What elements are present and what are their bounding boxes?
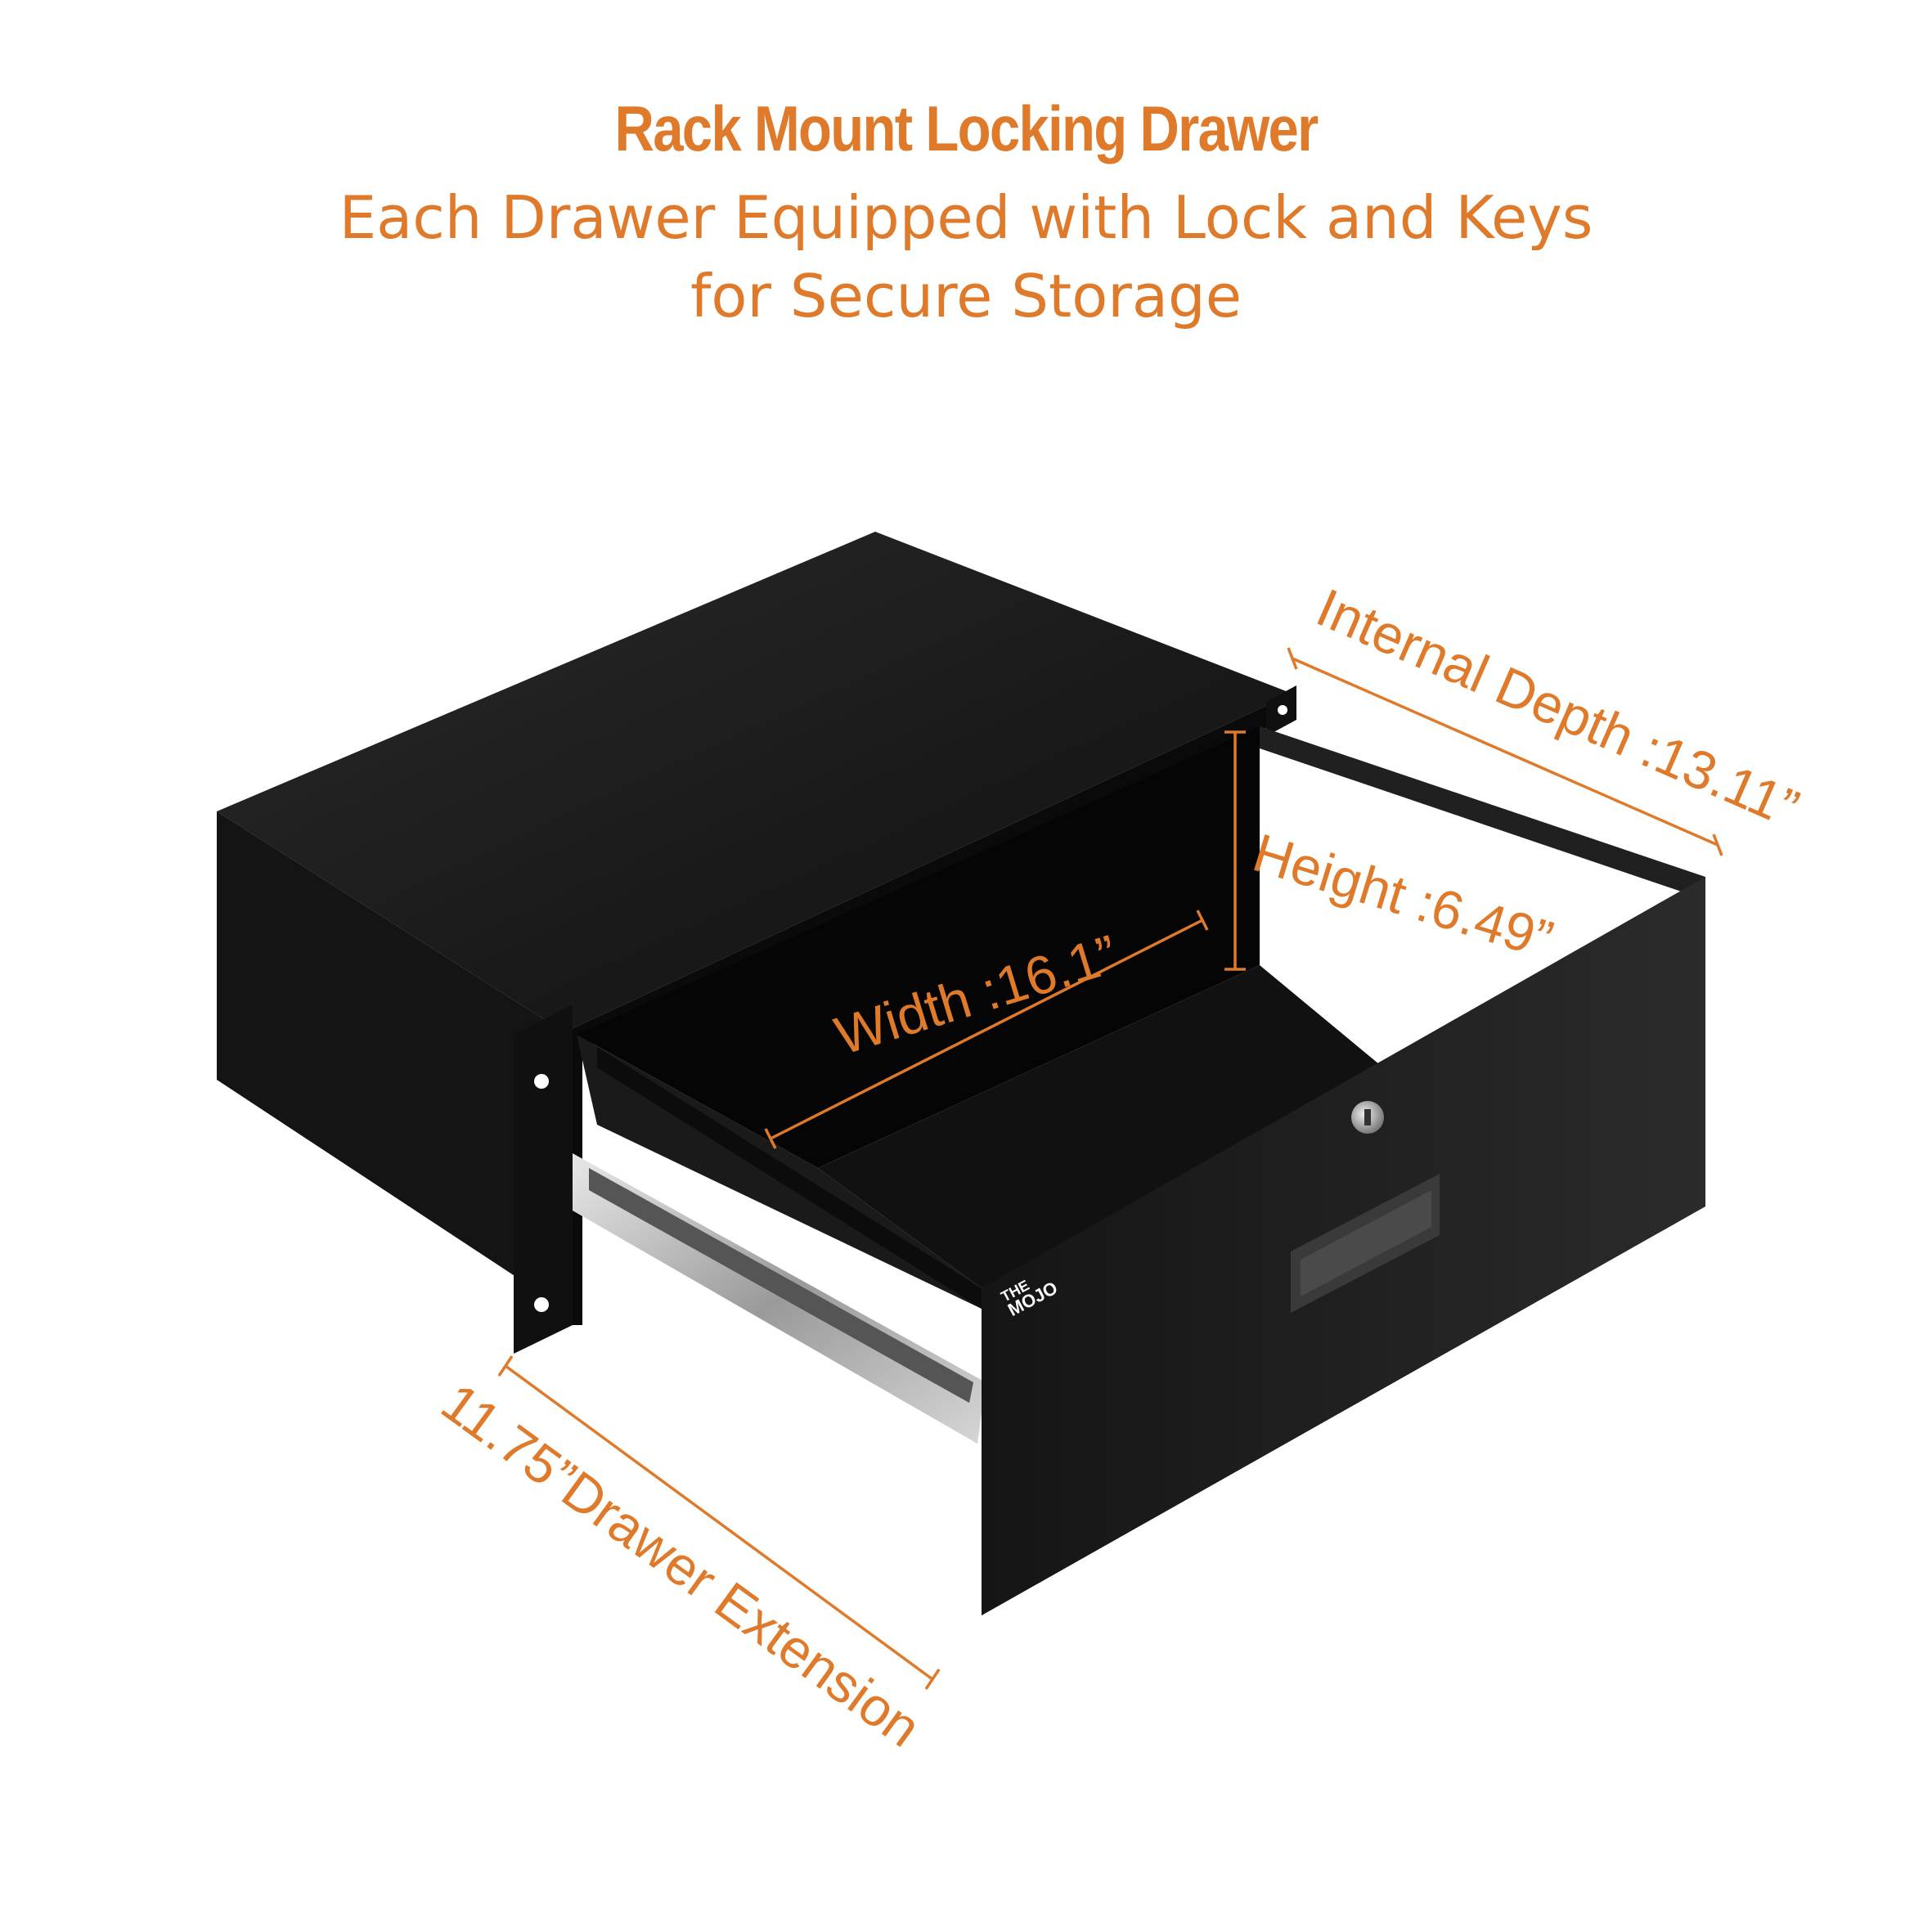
- extension-dimension-line: [504, 1364, 934, 1681]
- subtitle-line-1: Each Drawer Equipped with Lock and Keys: [339, 183, 1593, 252]
- drawer-handle-inner: [1301, 1190, 1431, 1296]
- rack-ear-hole: [534, 1297, 549, 1312]
- housing-side: [217, 811, 564, 1309]
- drawer-interior-floor: [818, 965, 1403, 1288]
- extension-label: 11.75”Drawer Extension: [431, 1371, 932, 1758]
- drawer-side-panel: [597, 1047, 982, 1309]
- lock-keyslot: [1364, 1109, 1371, 1126]
- drawer-interior-back: [577, 726, 1260, 1168]
- housing-top: [217, 532, 1292, 1032]
- page-title: Rack Mount Locking Drawer: [614, 92, 1319, 164]
- width-dimension-line: [770, 919, 1203, 1140]
- rack-ear-left: [514, 1004, 573, 1354]
- internal-depth-label: Internal Depth :13.11”: [1308, 577, 1807, 838]
- height-label: Height :6.49”: [1247, 822, 1560, 970]
- dimension-lines: [497, 647, 1723, 1690]
- slide-rail-inner: [589, 1168, 973, 1403]
- depth-dimension-line: [1292, 657, 1719, 847]
- rack-ear-hole: [534, 1074, 549, 1089]
- drawer-right-wall: [1260, 726, 1705, 900]
- subtitle-line-2: for Secure Storage: [690, 262, 1242, 330]
- rack-ear-hole: [1278, 705, 1287, 715]
